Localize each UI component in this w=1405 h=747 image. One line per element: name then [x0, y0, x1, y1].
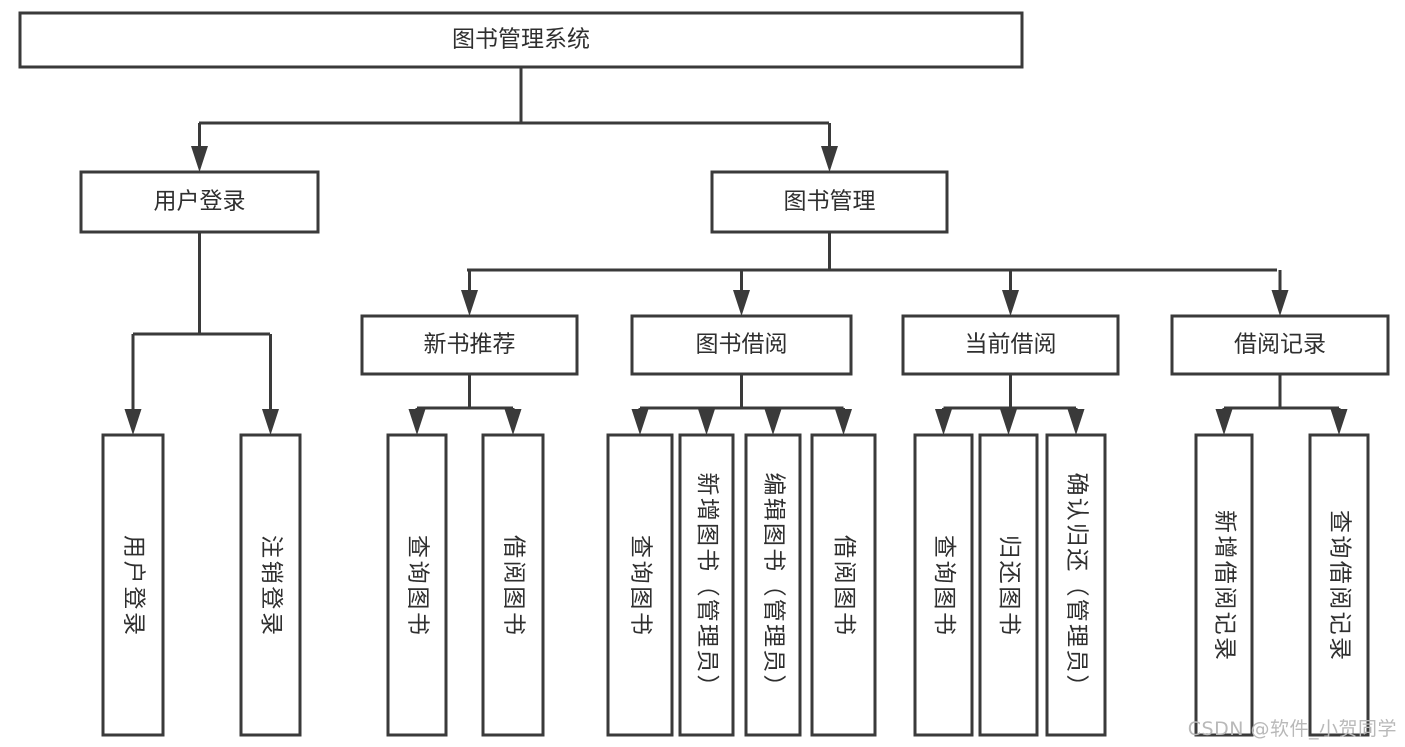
- arrow-to-leaf-logout-head: [262, 409, 279, 435]
- leaf-node-box: [386, 433, 448, 737]
- node-leaf-borrow-book-recommend[interactable]: 借阅图书: [481, 433, 545, 737]
- leaf-node-box: [239, 433, 302, 737]
- watermark-text: CSDN @软件_小贺同学: [1187, 718, 1397, 740]
- leaf-node-box: [810, 433, 877, 737]
- node-book-manage[interactable]: 图书管理: [710, 170, 949, 234]
- node-label-leaf-add-book: 新增图书（管理员）: [694, 473, 720, 698]
- node-label-book-borrow: 图书借阅: [696, 332, 788, 358]
- node-leaf-edit-book[interactable]: 编辑图书（管理员）: [744, 433, 802, 737]
- leaf-node-box: [913, 433, 974, 737]
- root-node-box: [18, 11, 1024, 69]
- level2-node-box: [1170, 314, 1390, 376]
- arrow-to-leaf-confirm-return-head: [1067, 409, 1085, 435]
- arrow-to-leaf-borrow-book-recommend-head: [504, 409, 522, 435]
- leaf-node-box: [606, 433, 674, 737]
- leaf-node-box: [744, 433, 802, 737]
- node-borrow-record[interactable]: 借阅记录: [1170, 314, 1390, 376]
- node-label-user-login: 用户登录: [154, 189, 246, 215]
- arrow-to-new-book-recommend-head: [461, 290, 478, 316]
- node-current-borrow[interactable]: 当前借阅: [901, 314, 1120, 376]
- node-leaf-confirm-return[interactable]: 确认归还（管理员）: [1045, 433, 1107, 737]
- arrow-to-leaf-query-book-borrow-head: [631, 409, 649, 435]
- leaf-node-box: [978, 433, 1039, 737]
- node-label-leaf-confirm-return: 确认归还（管理员）: [1064, 473, 1090, 698]
- arrow-to-leaf-return-book-head: [1000, 409, 1017, 435]
- arrow-to-leaf-edit-book-head: [764, 409, 782, 435]
- arrow-to-leaf-add-borrow-record-head: [1215, 409, 1233, 435]
- leaf-node-box: [1194, 433, 1254, 737]
- arrow-to-book-borrow-head: [733, 290, 750, 316]
- arrow-to-leaf-query-borrow-record-head: [1330, 409, 1348, 435]
- leaf-node-box: [678, 433, 735, 737]
- node-leaf-user-login[interactable]: 用户登录: [101, 433, 165, 737]
- node-leaf-query-book-borrow[interactable]: 查询图书: [606, 433, 674, 737]
- node-leaf-query-book-current[interactable]: 查询图书: [913, 433, 974, 737]
- node-leaf-query-borrow-record[interactable]: 查询借阅记录: [1308, 433, 1370, 737]
- leaf-node-box: [1308, 433, 1370, 737]
- node-leaf-add-book[interactable]: 新增图书（管理员）: [678, 433, 735, 737]
- level2-node-box: [360, 314, 579, 376]
- node-label-leaf-edit-book: 编辑图书（管理员）: [761, 473, 787, 698]
- arrow-to-leaf-query-book-recommend-head: [408, 409, 426, 435]
- node-label-root: 图书管理系统: [452, 27, 590, 53]
- node-root[interactable]: 图书管理系统: [18, 11, 1024, 69]
- level2-node-box: [630, 314, 853, 376]
- arrow-to-leaf-query-book-current-head: [935, 409, 952, 435]
- node-label-borrow-record: 借阅记录: [1234, 332, 1326, 358]
- arrow-to-current-borrow-head: [1002, 290, 1019, 316]
- arrow-to-book-manage-head: [821, 146, 838, 172]
- node-leaf-borrow-book[interactable]: 借阅图书: [810, 433, 877, 737]
- node-leaf-query-book-recommend[interactable]: 查询图书: [386, 433, 448, 737]
- level1-node-box: [710, 170, 949, 234]
- arrow-to-leaf-user-login-head: [124, 409, 142, 435]
- leaf-node-box: [481, 433, 545, 737]
- node-label-book-manage: 图书管理: [784, 189, 876, 215]
- arrow-to-leaf-borrow-book-head: [835, 409, 852, 435]
- node-label-current-borrow: 当前借阅: [965, 332, 1057, 358]
- arrow-to-leaf-add-book-head: [698, 409, 715, 435]
- node-leaf-logout[interactable]: 注销登录: [239, 433, 302, 737]
- node-leaf-add-borrow-record[interactable]: 新增借阅记录: [1194, 433, 1254, 737]
- level2-node-box: [901, 314, 1120, 376]
- arrow-to-borrow-record-head: [1271, 290, 1289, 316]
- node-leaf-return-book[interactable]: 归还图书: [978, 433, 1039, 737]
- node-label-new-book-recommend: 新书推荐: [424, 332, 516, 358]
- leaf-node-box: [1045, 433, 1107, 737]
- level1-node-box: [79, 170, 320, 234]
- arrow-to-user-login-head: [191, 146, 208, 172]
- leaf-node-box: [101, 433, 165, 737]
- node-book-borrow[interactable]: 图书借阅: [630, 314, 853, 376]
- node-new-book-recommend[interactable]: 新书推荐: [360, 314, 579, 376]
- node-user-login[interactable]: 用户登录: [79, 170, 320, 234]
